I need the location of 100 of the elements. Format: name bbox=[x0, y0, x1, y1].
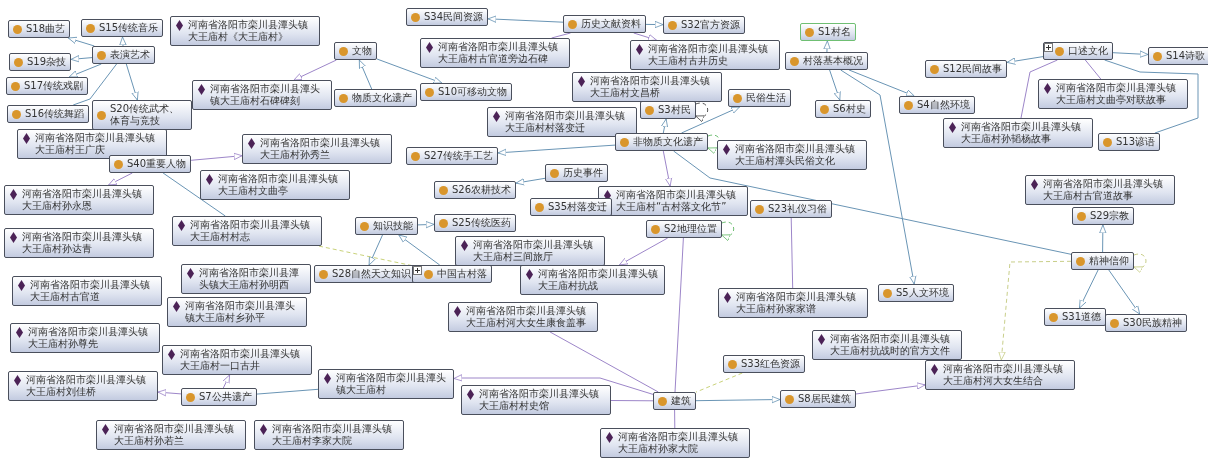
arrow bbox=[398, 234, 441, 266]
arrow bbox=[417, 221, 435, 229]
node-label: 民俗生活 bbox=[746, 92, 786, 104]
node-label: 河南省洛阳市栾川县潭头镇大王庙村三间旅厅 bbox=[473, 239, 594, 263]
node-label: 河南省洛阳市栾川县潭头镇大王庙村孙家大院 bbox=[618, 431, 739, 455]
individual-node bbox=[96, 420, 246, 450]
class-node bbox=[355, 217, 418, 235]
class-node bbox=[563, 15, 646, 33]
arrow bbox=[707, 134, 721, 154]
node-label: 河南省洛阳市栾川县潭头镇大王庙村抗战时的官方文件 bbox=[830, 333, 951, 357]
node-label: S15传统音乐 bbox=[99, 22, 159, 34]
arrow bbox=[487, 15, 564, 23]
class-node bbox=[1105, 314, 1188, 332]
arrow bbox=[618, 237, 669, 266]
node-label: S35村落变迁 bbox=[548, 201, 608, 213]
arrow bbox=[67, 36, 95, 47]
individual-node bbox=[487, 107, 637, 137]
individual-node bbox=[162, 345, 312, 375]
class-node bbox=[878, 284, 954, 302]
class-node bbox=[1071, 252, 1134, 270]
class-node bbox=[334, 42, 377, 60]
individual-node bbox=[242, 134, 392, 164]
class-node bbox=[9, 53, 72, 71]
node-label: 河南省洛阳市栾川县潭头镇大王庙村李家大院 bbox=[272, 423, 393, 447]
arrow bbox=[840, 69, 917, 285]
connector-line bbox=[1020, 59, 1058, 119]
node-label: S29宗教 bbox=[1090, 210, 1130, 222]
node-label: 河南省洛阳市栾川县潭头镇大王庙村孙明西 bbox=[199, 267, 300, 291]
class-node bbox=[723, 355, 806, 373]
node-label: 河南省洛阳市栾川县潭头镇大王庙村刘佳桥 bbox=[26, 374, 147, 398]
node-label: 建筑 bbox=[671, 395, 691, 407]
class-node bbox=[109, 155, 192, 173]
arrow bbox=[823, 40, 831, 53]
class-node bbox=[92, 100, 192, 130]
arrow bbox=[1112, 50, 1149, 58]
class-node bbox=[530, 198, 613, 216]
class-node bbox=[1072, 207, 1135, 225]
class-node bbox=[800, 23, 856, 41]
class-node bbox=[8, 20, 71, 38]
arrow bbox=[695, 102, 709, 122]
arrow bbox=[108, 172, 133, 186]
node-label: S7公共遗产 bbox=[199, 391, 252, 403]
node-label: 河南省洛阳市栾川县潭头镇大王庙村文曲亭对联故事 bbox=[1056, 82, 1177, 106]
arrow bbox=[497, 144, 616, 156]
node-label: 物质文化遗产 bbox=[352, 92, 412, 104]
class-node bbox=[925, 60, 1008, 78]
node-label: 河南省洛阳市栾川县潭头镇大王庙村孙韬杨故事 bbox=[961, 121, 1082, 145]
class-node bbox=[420, 83, 513, 101]
node-label: S19杂技 bbox=[27, 56, 67, 68]
connector-line bbox=[256, 388, 319, 395]
individual-node bbox=[572, 72, 722, 102]
arrow bbox=[681, 106, 740, 134]
node-label: S1村名 bbox=[818, 26, 851, 38]
individual-node bbox=[718, 288, 868, 318]
individual-node bbox=[598, 186, 748, 216]
node-label: 河南省洛阳市栾川县潭头镇大王庙村古官道故事 bbox=[1043, 178, 1164, 202]
node-label: 河南省洛阳市栾川县潭头镇大王庙村石碑碑刻 bbox=[210, 83, 321, 107]
class-node bbox=[81, 19, 164, 37]
node-label: 河南省洛阳市栾川县潭头镇大王庙村王广庆 bbox=[35, 132, 156, 156]
node-label: 河南省洛阳市栾川县潭头镇大王庙村《大王庙村》 bbox=[188, 19, 309, 43]
node-label: S8居民建筑 bbox=[798, 393, 851, 405]
connector-line bbox=[1104, 59, 1199, 134]
connector-line bbox=[673, 150, 1072, 255]
node-label: S6村史 bbox=[833, 103, 866, 115]
class-node bbox=[615, 133, 708, 151]
node-label: S5人文环境 bbox=[896, 287, 949, 299]
individual-node bbox=[1038, 79, 1188, 109]
individual-node bbox=[8, 371, 158, 401]
node-label: 河南省洛阳市栾川县潭头镇大王庙村一口古井 bbox=[180, 348, 301, 372]
individual-node bbox=[812, 330, 962, 360]
node-label: S25传统医药 bbox=[452, 217, 512, 229]
node-label: S31道德 bbox=[1062, 311, 1102, 323]
node-label: 河南省洛阳市栾川县潭头镇大王庙村“古村落文化节” bbox=[616, 189, 737, 213]
node-label: S20传统武术、体育与竞技 bbox=[110, 103, 181, 127]
class-node bbox=[7, 105, 90, 123]
individual-node bbox=[4, 185, 154, 215]
node-label: 河南省洛阳市栾川县潭头镇大王庙村乡孙平 bbox=[185, 300, 296, 324]
arrow bbox=[1108, 269, 1141, 315]
class-node bbox=[334, 89, 417, 107]
node-label: 历史文献资料 bbox=[581, 18, 641, 30]
node-label: 河南省洛阳市栾川县潭头镇大王庙村文昌桥 bbox=[590, 75, 711, 99]
arrow bbox=[661, 118, 669, 134]
individual-node bbox=[192, 80, 332, 110]
individual-node bbox=[717, 140, 867, 170]
class-node bbox=[412, 265, 492, 283]
node-label: 河南省洛阳市栾川县潭头镇大王庙村村落变迁 bbox=[505, 110, 626, 134]
connector-line bbox=[72, 63, 118, 106]
node-label: 河南省洛阳市栾川县潭头镇大王庙村潭头民俗文化 bbox=[735, 143, 856, 167]
class-node bbox=[406, 147, 499, 165]
node-label: 河南省洛阳市栾川县潭头镇大王庙村村志 bbox=[190, 219, 311, 243]
individual-node bbox=[925, 360, 1075, 390]
class-node bbox=[815, 100, 871, 118]
node-label: S26农耕技术 bbox=[452, 184, 512, 196]
connector-line bbox=[549, 331, 659, 393]
connector-line bbox=[790, 217, 794, 289]
arrow bbox=[70, 55, 93, 63]
arrow bbox=[368, 234, 383, 266]
class-node bbox=[1043, 42, 1113, 60]
individual-node bbox=[600, 428, 750, 458]
node-label: 中国古村落 bbox=[437, 268, 487, 280]
